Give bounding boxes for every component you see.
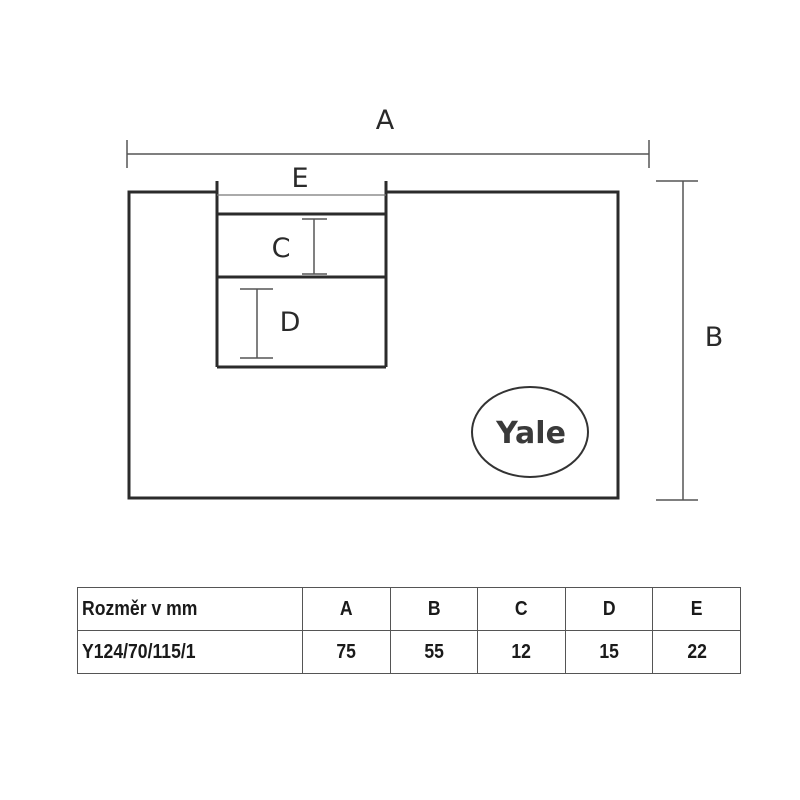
- dimension-c-label: C: [272, 233, 291, 264]
- dimension-c: [302, 218, 327, 275]
- header-cell-a: A: [302, 587, 391, 631]
- header-cell-e: E: [652, 587, 741, 631]
- row-cell-e: 22: [652, 630, 741, 674]
- dimension-b: [656, 180, 698, 501]
- header-cell-d: D: [564, 587, 654, 631]
- dimension-b-label: B: [705, 322, 724, 353]
- dimensions-table: Rozměr v mm A B C D E Y124/70/115/1 75 5…: [77, 587, 741, 674]
- dimension-a: [126, 140, 650, 168]
- padlock-body-outline: [127, 190, 620, 500]
- row-cell-d: 15: [564, 630, 654, 674]
- dimension-a-label: A: [376, 105, 395, 136]
- table-row: Y124/70/115/1 75 55 12 15 22: [77, 630, 741, 674]
- row-cell-model: Y124/70/115/1: [77, 630, 303, 674]
- header-cell-b: B: [389, 587, 479, 631]
- row-cell-c: 12: [477, 630, 566, 674]
- yale-logo-text: Yale: [495, 416, 566, 451]
- header-cell-title: Rozměr v mm: [77, 587, 303, 631]
- header-cell-c: C: [477, 587, 566, 631]
- dimension-d: [240, 288, 273, 359]
- table-header-row: Rozměr v mm A B C D E: [77, 587, 741, 631]
- padlock-dimension-diagram: A B E C D Yale: [126, 105, 724, 501]
- row-cell-b: 55: [389, 630, 479, 674]
- dimension-e-label: E: [291, 163, 308, 194]
- yale-logo: Yale: [471, 386, 589, 478]
- dimension-d-label: D: [280, 307, 301, 338]
- row-cell-a: 75: [302, 630, 391, 674]
- shackle-slot: [215, 181, 388, 369]
